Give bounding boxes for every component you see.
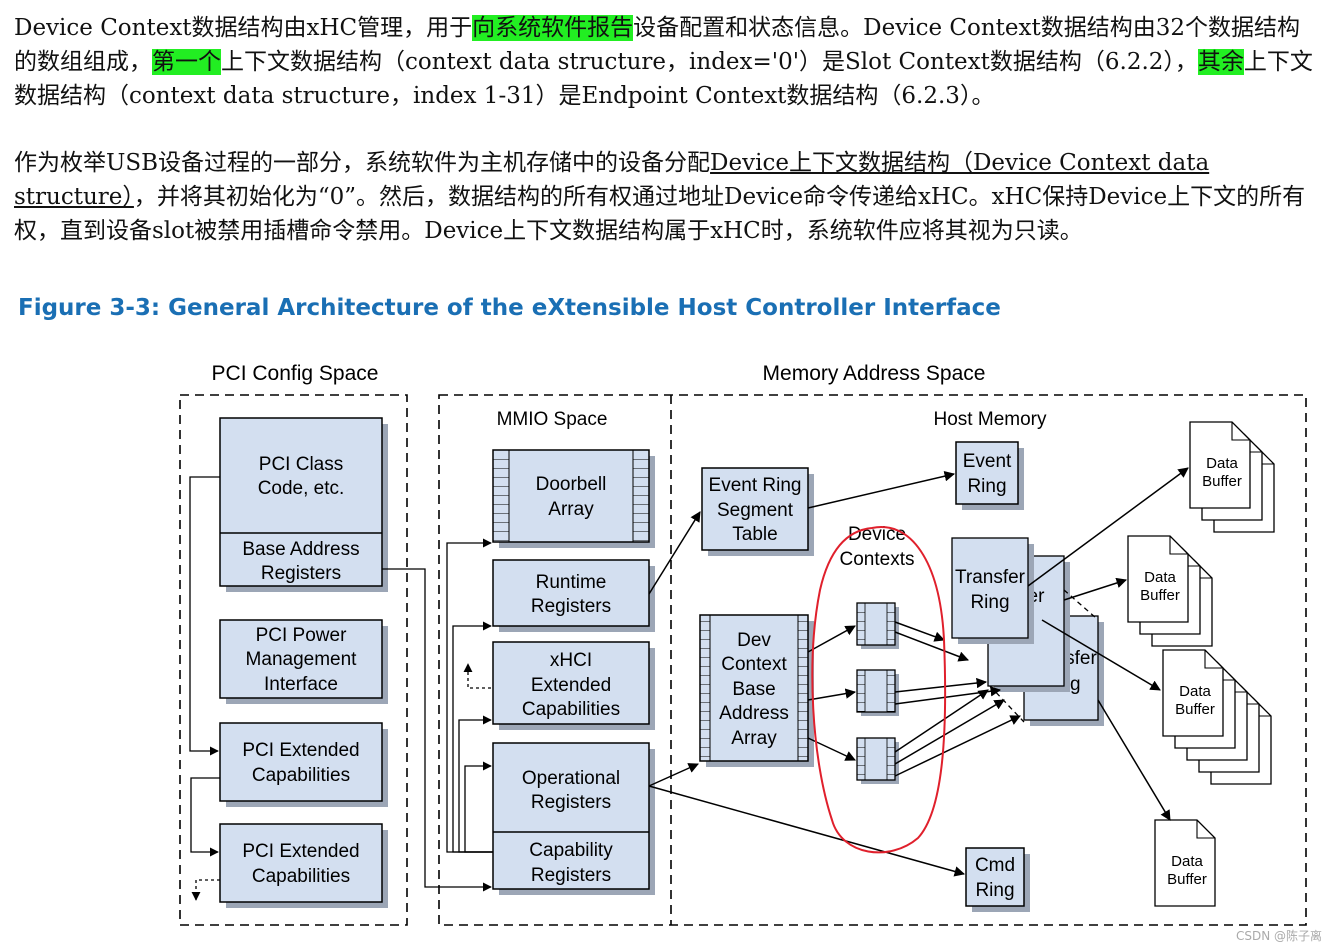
svg-text:Transfer: Transfer	[955, 567, 1026, 588]
data-buffer-label: Buffer	[1202, 473, 1242, 490]
watermark: CSDN @陈子离	[1235, 929, 1322, 943]
svg-text:Doorbell: Doorbell	[536, 474, 607, 495]
figure-title: Figure 3-3: General Architecture of the …	[18, 295, 1001, 321]
data-buffer-label: Data	[1171, 853, 1203, 870]
dcbaa-block: Dev Context Base Address Array	[699, 614, 814, 767]
svg-text:PCI Extended: PCI Extended	[242, 841, 359, 862]
svg-text:Extended: Extended	[531, 675, 611, 696]
p1-text-3: 上下文数据结构（context data structure，index='0'…	[221, 49, 1198, 75]
svg-text:PCI Class: PCI Class	[259, 454, 343, 475]
data-buffer-label: Buffer	[1167, 871, 1207, 888]
p2-text-1: 作为枚举USB设备过程的一部分，系统软件为主机存储中的设备分配	[14, 150, 711, 176]
data-buffer-page	[1127, 535, 1189, 623]
doorbell-array-block: Doorbell Array	[492, 449, 655, 548]
data-buffer-page	[1154, 819, 1216, 907]
svg-text:Address: Address	[719, 703, 789, 724]
svg-text:Code, etc.: Code, etc.	[258, 478, 345, 499]
device-context-2	[856, 669, 899, 716]
memory-address-space-container	[438, 394, 1307, 926]
runtime-registers-block: Runtime Registers	[492, 559, 655, 632]
svg-text:Runtime: Runtime	[536, 572, 607, 593]
svg-text:Context: Context	[721, 654, 787, 675]
svg-text:Registers: Registers	[531, 865, 611, 886]
svg-text:Registers: Registers	[261, 563, 341, 584]
p1-text-1: Device Context数据结构由xHC管理，用于	[14, 15, 473, 41]
p1-text-4: 上下文数据结构（context data structure，index 1-3…	[14, 49, 1313, 109]
base-address-registers-label: Base Address	[242, 539, 359, 560]
svg-text:Ring: Ring	[970, 592, 1009, 613]
p1-highlight-3: 其余	[1197, 49, 1244, 75]
svg-text:Dev: Dev	[737, 630, 771, 651]
svg-text:Capabilities: Capabilities	[522, 699, 620, 720]
pci-config-space-container	[179, 394, 408, 926]
data-buffer-fold	[1204, 650, 1223, 669]
paragraph-enumeration: 作为枚举USB设备过程的一部分，系统软件为主机存储中的设备分配Device上下文…	[14, 146, 1320, 248]
svg-text:Base: Base	[732, 679, 775, 700]
data-buffer-label: Data	[1144, 569, 1176, 586]
data-buffer-label: Buffer	[1140, 587, 1180, 604]
xhci-extended-capabilities-block: xHCI Extended Capabilities	[492, 641, 655, 730]
svg-text:PCI Power: PCI Power	[256, 625, 347, 646]
svg-text:Registers: Registers	[531, 792, 611, 813]
svg-text:Array: Array	[731, 728, 777, 749]
data-buffer-label: Buffer	[1175, 701, 1215, 718]
data-buffer-page	[1162, 649, 1224, 737]
cmd-ring-block: Cmd Ring	[965, 847, 1030, 912]
event-ring-segment-table-block: Event Ring Segment Table	[701, 467, 814, 556]
memory-address-space-title: Memory Address Space	[763, 362, 986, 385]
data-buffer-label: Data	[1206, 455, 1238, 472]
svg-text:Array: Array	[548, 499, 594, 520]
device-context-3	[856, 737, 899, 784]
svg-text:sfer: sfer	[1065, 648, 1097, 669]
svg-text:xHCI: xHCI	[550, 650, 592, 671]
transfer-ring-front: Transfer Ring	[951, 537, 1034, 644]
event-ring-block: Event Ring	[955, 441, 1024, 510]
pci-capability-chain-arrows	[189, 476, 220, 901]
svg-text:Cmd: Cmd	[975, 855, 1015, 876]
p1-highlight-1: 向系统软件报告	[472, 15, 634, 41]
host-memory-title: Host Memory	[934, 409, 1047, 430]
data-buffer-fold	[1169, 536, 1188, 555]
data-buffer-fold	[1231, 422, 1250, 441]
svg-text:Contexts: Contexts	[840, 549, 915, 570]
data-buffer-label: Data	[1179, 683, 1211, 700]
p1-text-2: 设备配置和状态信息。Device Context数据结构由32个数据结构的数组组…	[14, 15, 1300, 75]
device-context-1	[856, 602, 899, 649]
svg-text:Interface: Interface	[264, 674, 338, 695]
p2-underline-1: Device上下文数据结构（Device Context data struct…	[14, 150, 1210, 210]
operational-capability-registers-block: Operational Registers Capability Registe…	[492, 742, 655, 895]
mmio-space-title: MMIO Space	[497, 409, 608, 430]
pci-extended-capabilities-2: PCI Extended Capabilities	[219, 823, 388, 908]
p1-highlight-2: 第一个	[152, 49, 221, 75]
svg-text:Registers: Registers	[531, 596, 611, 617]
paragraph-device-context-intro: Device Context数据结构由xHC管理，用于向系统软件报告设备配置和状…	[14, 11, 1320, 113]
svg-text:Capabilities: Capabilities	[252, 866, 350, 887]
operational-registers-label: Operational	[522, 768, 620, 789]
svg-text:Table: Table	[732, 524, 777, 545]
svg-text:Event: Event	[963, 451, 1012, 472]
pci-class-code-block: PCI Class Code, etc. Base Address Regist…	[219, 417, 388, 592]
svg-text:Management: Management	[246, 649, 358, 670]
pci-extended-capabilities-1: PCI Extended Capabilities	[219, 722, 388, 807]
svg-text:Ring: Ring	[967, 476, 1006, 497]
device-contexts-annotation-circle	[811, 526, 947, 854]
svg-text:Ring: Ring	[975, 880, 1014, 901]
svg-text:Segment: Segment	[717, 500, 794, 521]
svg-text:Event Ring: Event Ring	[709, 475, 802, 496]
transfer-ring-stack-edge-2	[1063, 589, 1097, 619]
pci-config-space-title: PCI Config Space	[212, 362, 379, 385]
svg-text:PCI Extended: PCI Extended	[242, 740, 359, 761]
p2-text-2: ，并将其初始化为“0”。然后，数据结构的所有权通过地址Device命令传递给xH…	[14, 184, 1306, 244]
mmio-pointer-arrows	[382, 538, 493, 892]
capability-registers-label: Capability	[529, 840, 613, 861]
data-buffer-page	[1189, 421, 1251, 509]
pci-power-management-block: PCI Power Management Interface	[219, 619, 388, 704]
data-buffer-fold	[1196, 820, 1215, 839]
svg-text:Capabilities: Capabilities	[252, 765, 350, 786]
